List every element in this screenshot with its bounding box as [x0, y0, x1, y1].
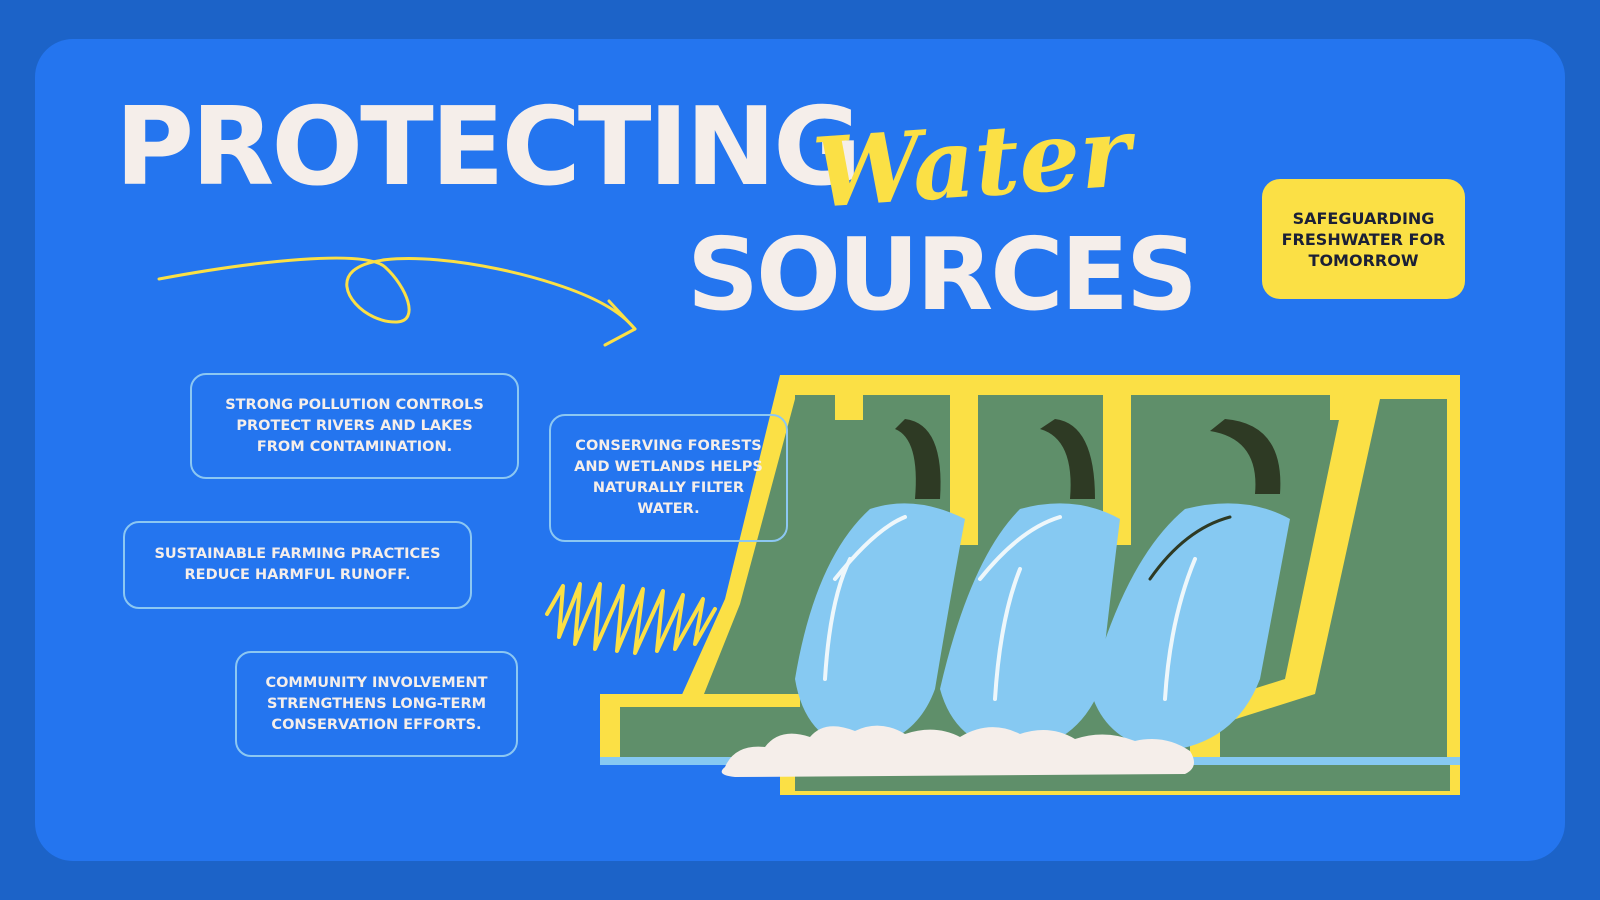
info-box-text: COMMUNITY INVOLVEMENT STRENGTHENS LONG-T… — [265, 674, 488, 733]
info-box-pollution: STRONG POLLUTION CONTROLS PROTECT RIVERS… — [190, 373, 519, 479]
title-line-1: PROTECTING — [115, 85, 862, 210]
dam-spillway-illustration — [600, 375, 1460, 795]
yellow-scribble-icon — [545, 582, 717, 655]
info-box-text: SUSTAINABLE FARMING PRACTICES REDUCE HAR… — [154, 546, 441, 583]
tagline-badge: SAFEGUARDING FRESHWATER FOR TOMORROW — [1262, 179, 1465, 299]
info-box-farming: SUSTAINABLE FARMING PRACTICES REDUCE HAR… — [123, 521, 472, 609]
title-line-2: SOURCES — [687, 216, 1198, 333]
tagline-text: SAFEGUARDING FRESHWATER FOR TOMORROW — [1281, 208, 1446, 270]
info-box-text: STRONG POLLUTION CONTROLS PROTECT RIVERS… — [225, 396, 484, 455]
curly-arrow-icon — [157, 256, 637, 347]
info-box-community: COMMUNITY INVOLVEMENT STRENGTHENS LONG-T… — [235, 651, 518, 757]
info-box-forests: CONSERVING FORESTS AND WETLANDS HELPS NA… — [549, 414, 788, 542]
info-box-text: CONSERVING FORESTS AND WETLANDS HELPS NA… — [574, 438, 763, 517]
slide-card: PROTECTING Water SOURCES SAFEGUARDING FR… — [35, 39, 1565, 861]
title-script-word: Water — [809, 95, 1135, 230]
